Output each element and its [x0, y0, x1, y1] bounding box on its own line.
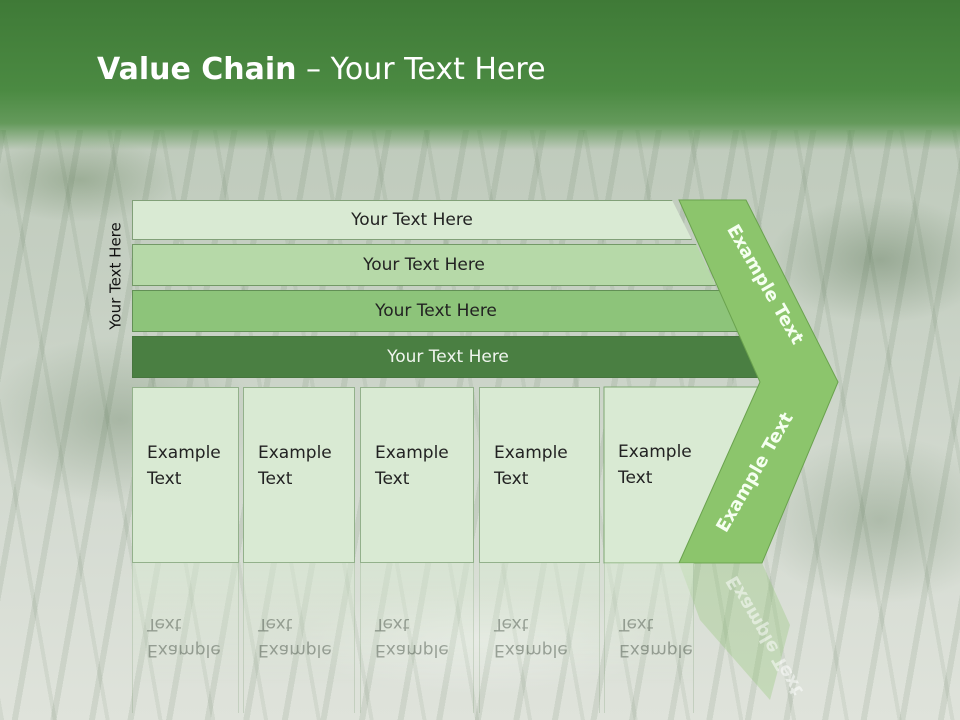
activity-box-1-line1: Example: [147, 443, 221, 463]
reflection-1-line1: Example: [147, 640, 221, 660]
activity-box-2[interactable]: Example Text: [243, 387, 355, 563]
reflection-2-line2: Text: [258, 614, 293, 634]
activity-box-4-line2: Text: [494, 469, 529, 489]
activity-box-2-line2: Text: [258, 469, 293, 489]
reflection-1-line2: Text: [147, 614, 182, 634]
activity-box-2-line1: Example: [258, 443, 332, 463]
activity-box-1-line2: Text: [147, 469, 182, 489]
activity-box-5-line2: Text: [618, 468, 653, 488]
title-banner: [0, 0, 960, 150]
activity-box-3-line1: Example: [375, 443, 449, 463]
margin-chevron-shape: [678, 199, 839, 564]
slide-title[interactable]: Value Chain – Your Text Here: [97, 52, 546, 87]
layer-bar-3-label: Your Text Here: [375, 301, 497, 321]
reflection-4-line1: Example: [494, 640, 568, 660]
title-bold: Value Chain: [97, 52, 297, 87]
reflection-5-line2: Text: [619, 614, 654, 634]
layer-bar-2-label: Your Text Here: [363, 255, 485, 275]
activity-box-4-line1: Example: [494, 443, 568, 463]
layer-bar-2[interactable]: Your Text Here: [132, 244, 716, 286]
activity-box-1[interactable]: Example Text: [132, 387, 239, 563]
reflection-5-line1: Example: [619, 640, 693, 660]
reflection-3-line2: Text: [375, 614, 410, 634]
box-reflection-5: Example Text: [604, 563, 694, 713]
margin-chevron-reflection: [679, 563, 790, 700]
layer-bar-1[interactable]: Your Text Here: [132, 200, 692, 240]
title-rest: – Your Text Here: [296, 52, 546, 87]
activity-box-5[interactable]: Example Text: [604, 387, 754, 563]
activity-box-5-line1: Example: [618, 442, 692, 462]
box-reflection-3: Example Text: [360, 563, 474, 713]
layer-bar-4[interactable]: Your Text Here: [132, 336, 764, 378]
box-reflection-1: Example Text: [132, 563, 239, 713]
box-reflection-2: Example Text: [243, 563, 355, 713]
activity-box-3[interactable]: Example Text: [360, 387, 474, 563]
activity-box-3-line2: Text: [375, 469, 410, 489]
activity-box-4[interactable]: Example Text: [479, 387, 600, 563]
reflection-3-line1: Example: [375, 640, 449, 660]
reflection-2-line1: Example: [258, 640, 332, 660]
layer-bar-3[interactable]: Your Text Here: [132, 290, 740, 332]
layer-bar-4-label: Your Text Here: [387, 347, 509, 367]
reflection-4-line2: Text: [494, 614, 529, 634]
layer-bar-1-label: Your Text Here: [351, 210, 473, 230]
box-reflection-4: Example Text: [479, 563, 600, 713]
